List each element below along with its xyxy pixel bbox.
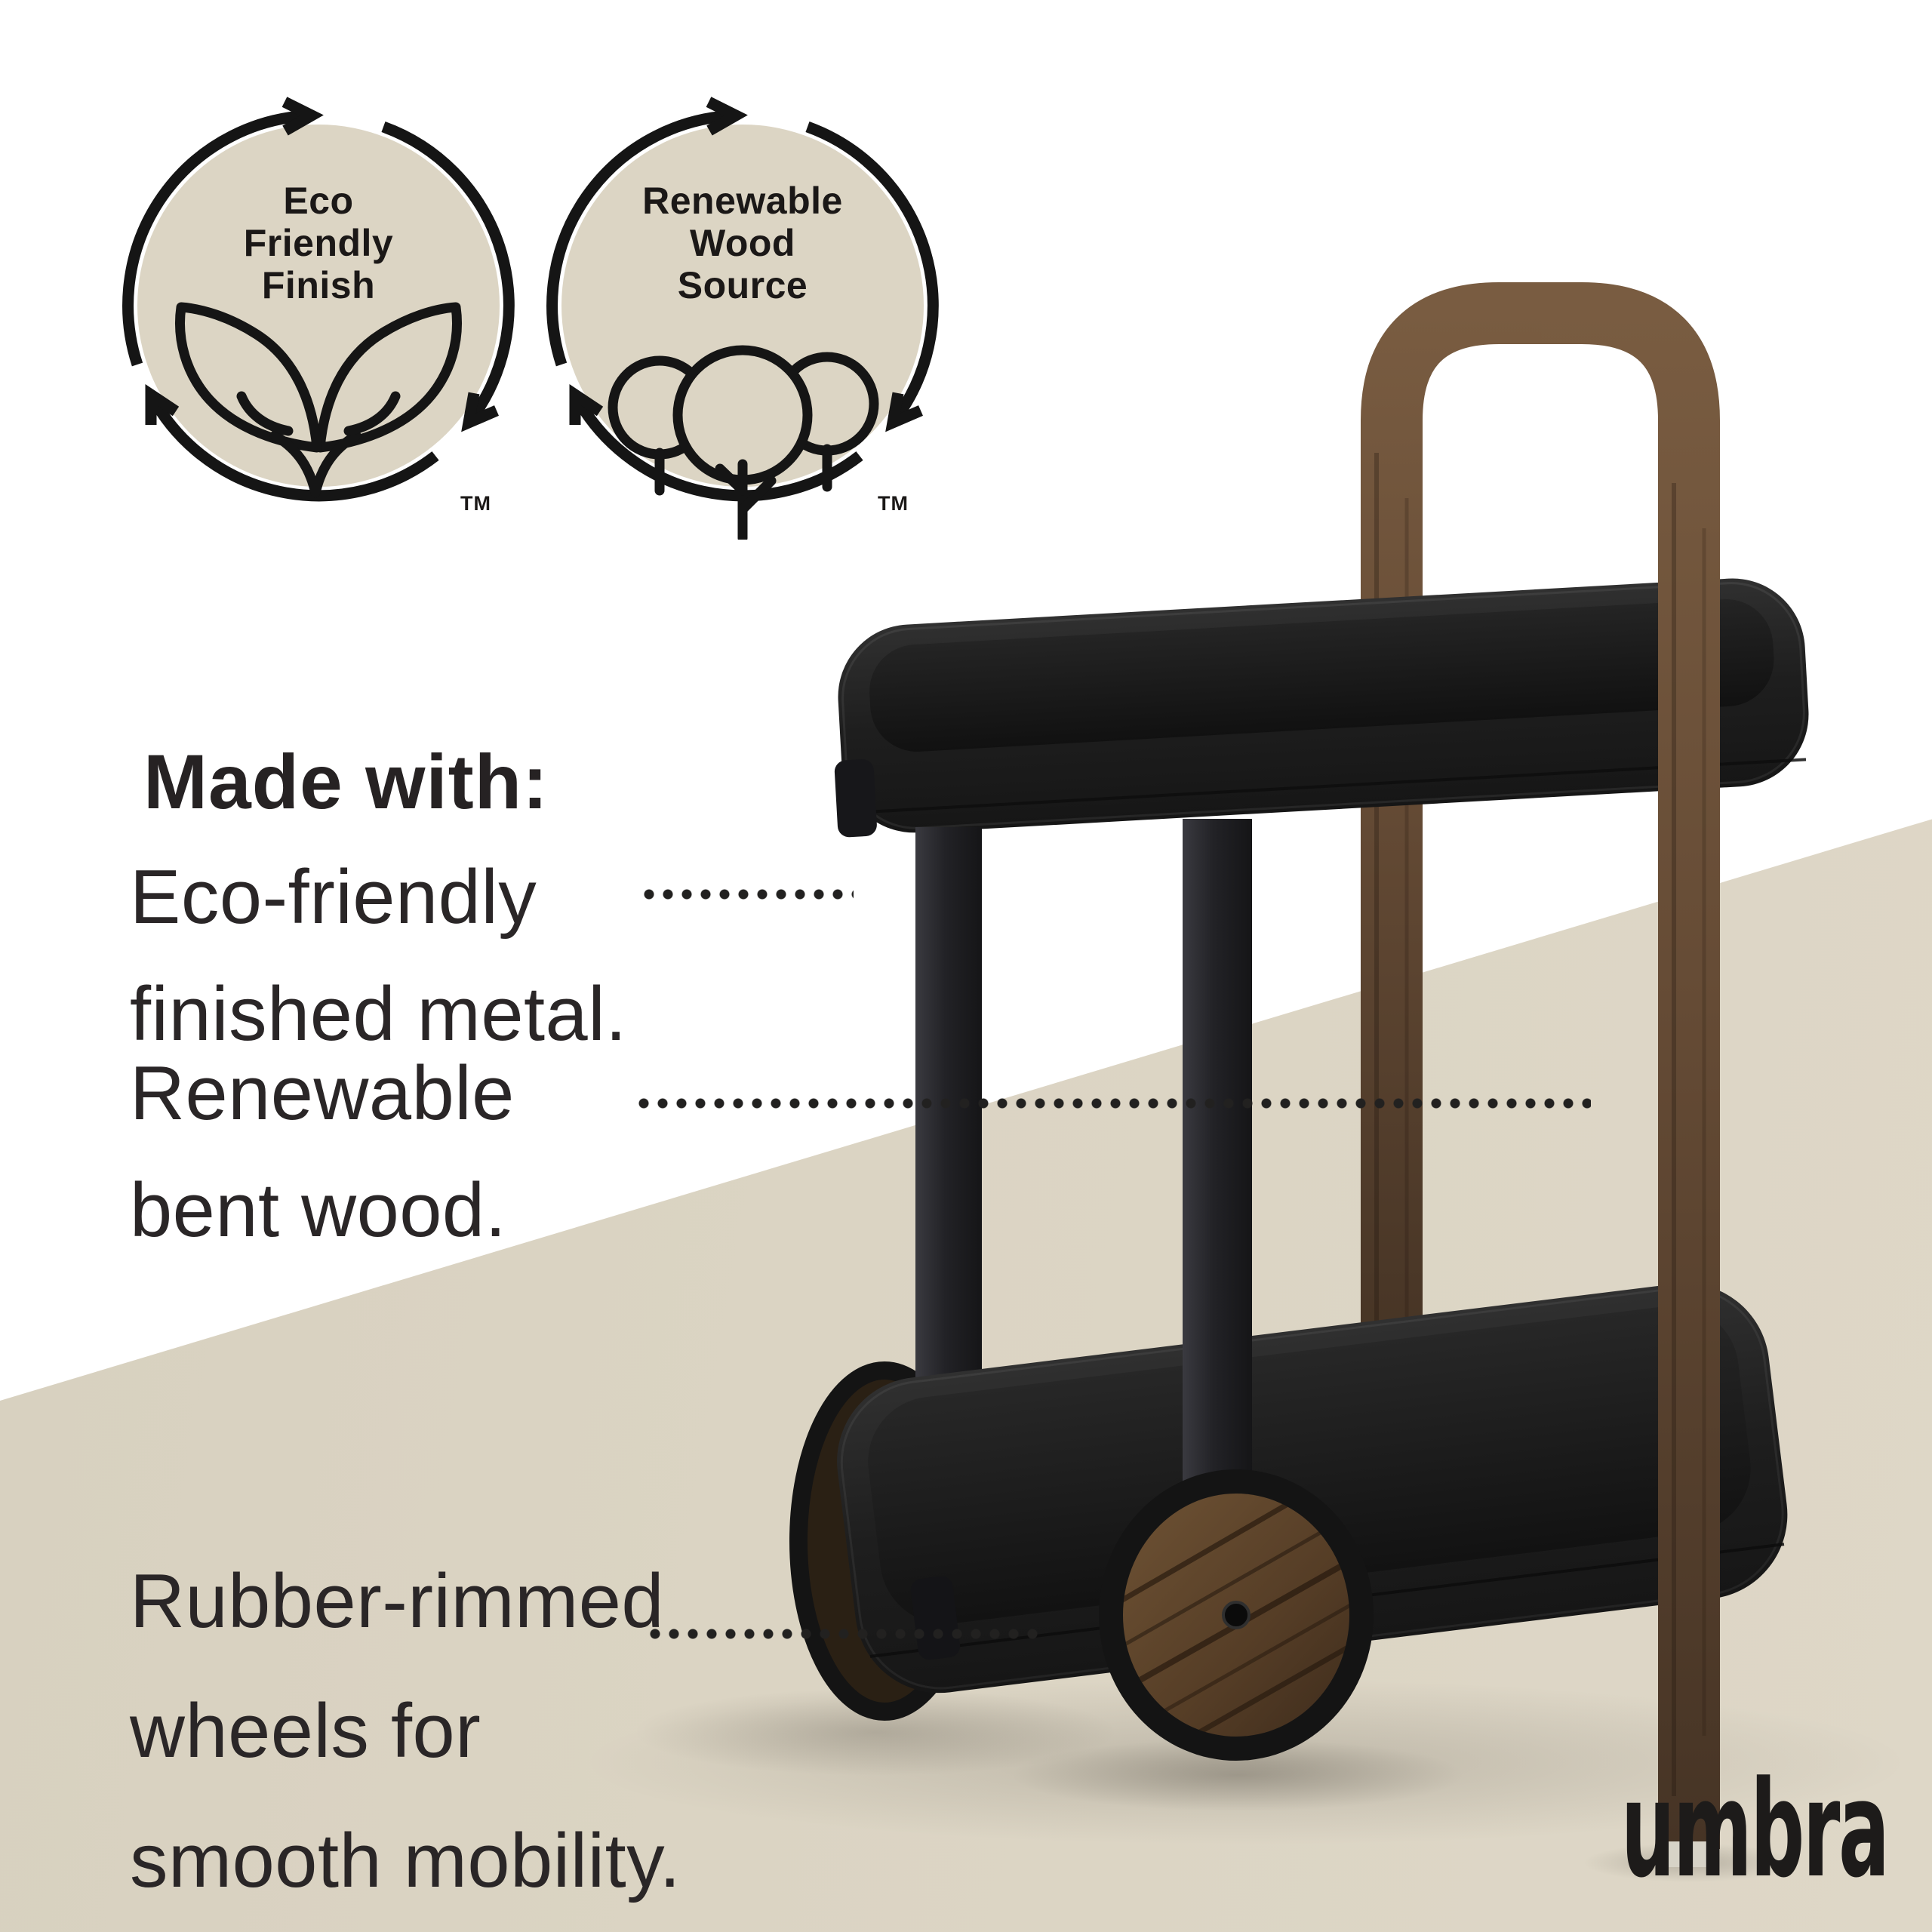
cart-bottom-tray bbox=[837, 1283, 1788, 1694]
feature-rubber-rimmed-wheels: Rubber-rimmed wheels for smooth mobility… bbox=[130, 1559, 681, 1903]
cart-handle-front bbox=[1541, 282, 1720, 1867]
recycle-arrows-icon bbox=[122, 97, 515, 502]
renewable-wood-source-badge bbox=[546, 97, 939, 540]
cart-top-tray bbox=[834, 578, 1809, 838]
wheel-hub bbox=[1222, 1601, 1251, 1629]
badge-trademark: TM bbox=[460, 492, 491, 515]
recycle-arrows-icon bbox=[546, 97, 939, 502]
eco-friendly-finish-badge bbox=[122, 97, 515, 502]
badge-trademark: TM bbox=[878, 492, 909, 515]
umbra-logo: umbra bbox=[1621, 1752, 1890, 1907]
feature-eco-friendly-metal: Eco-friendly finished metal. bbox=[130, 855, 627, 1057]
top-tray-clip bbox=[834, 759, 877, 838]
cart-foot bbox=[1660, 1841, 1719, 1867]
feature-renewable-bent-wood: Renewable bent wood. bbox=[130, 1051, 515, 1253]
badge-label-renewable-wood-source: Renewable Wood Source bbox=[642, 180, 843, 306]
leader-dots-wheels bbox=[650, 1629, 1038, 1639]
badge-label-eco-friendly-finish: Eco Friendly Finish bbox=[243, 180, 394, 306]
cart-front-wheel bbox=[1099, 1469, 1374, 1761]
floor-shadow bbox=[581, 1679, 1909, 1882]
leader-dots-metal bbox=[644, 889, 854, 900]
made-with-heading: Made with: bbox=[143, 739, 549, 825]
cart-handle bbox=[1361, 282, 1546, 1358]
sprout-leaves-icon bbox=[175, 302, 462, 498]
leader-dots-wood bbox=[638, 1098, 1591, 1109]
cart-front-leg bbox=[915, 827, 982, 1402]
trees-icon bbox=[608, 345, 879, 540]
